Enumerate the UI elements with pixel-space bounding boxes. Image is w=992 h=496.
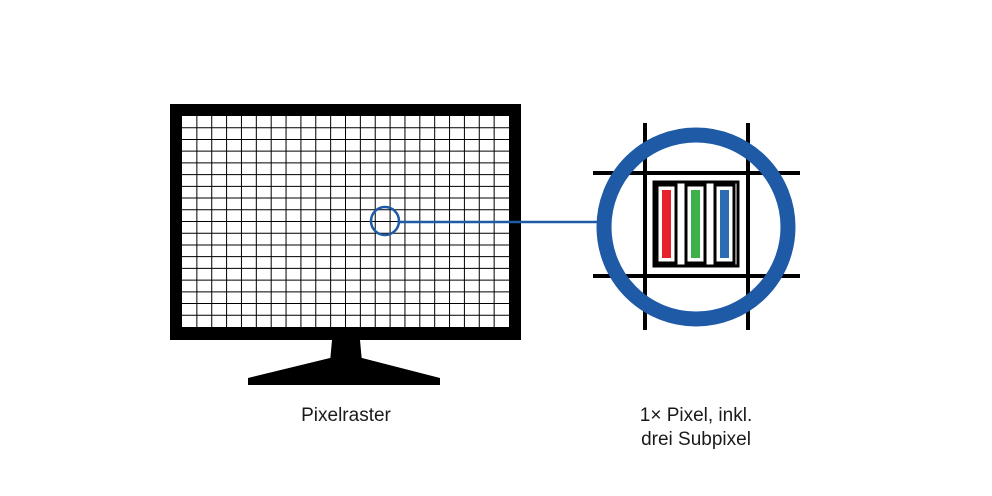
- monitor-caption: Pixelraster: [246, 404, 446, 428]
- zoom-caption-line1: 1× Pixel, inkl.: [639, 405, 753, 426]
- zoom-ring: [596, 127, 796, 327]
- monitor-caption-text: Pixelraster: [301, 405, 391, 426]
- zoom-connector: [369, 205, 600, 237]
- subpixels: [655, 183, 736, 265]
- zoom-caption-line2: drei Subpixel: [641, 429, 751, 450]
- monitor-stand-base: [248, 358, 440, 385]
- monitor: [170, 104, 521, 385]
- monitor-stand-neck: [330, 340, 362, 362]
- magnified-pixel: [593, 123, 800, 330]
- zoom-caption: 1× Pixel, inkl. drei Subpixel: [596, 404, 796, 452]
